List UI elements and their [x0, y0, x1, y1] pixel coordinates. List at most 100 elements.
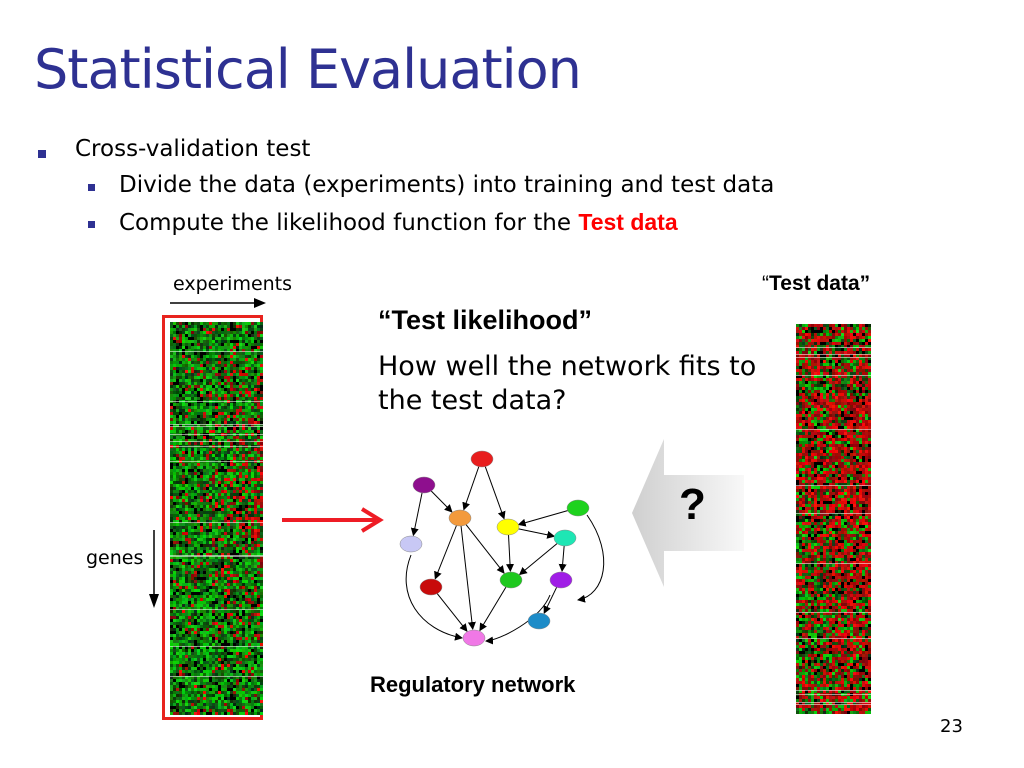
heat-cell — [841, 390, 844, 393]
heat-cell — [221, 586, 224, 589]
heat-cell — [224, 439, 227, 442]
heat-cell — [194, 586, 197, 589]
heat-cell — [200, 427, 203, 430]
heat-cell — [236, 649, 239, 652]
heat-cell — [227, 649, 230, 652]
heat-cell — [844, 384, 847, 387]
heat-cell — [850, 393, 853, 396]
heat-cell — [236, 409, 239, 412]
heat-cell — [823, 324, 826, 327]
heat-cell — [170, 496, 173, 499]
heat-cell — [212, 370, 215, 373]
heat-cell — [808, 420, 811, 423]
heat-cell — [173, 571, 176, 574]
heat-cell — [203, 673, 206, 676]
heat-cell — [260, 628, 263, 631]
heat-cell — [176, 592, 179, 595]
heat-cell — [233, 337, 236, 340]
heat-cell — [206, 631, 209, 634]
heat-cell — [224, 358, 227, 361]
heat-cell — [185, 466, 188, 469]
heat-cell — [191, 412, 194, 415]
heat-cell — [179, 601, 182, 604]
heat-cell — [179, 676, 182, 679]
heat-cell — [853, 405, 856, 408]
heat-cell — [257, 361, 260, 364]
heat-cell — [182, 331, 185, 334]
heat-cell — [200, 382, 203, 385]
heat-cell — [865, 354, 868, 357]
heat-cell — [185, 469, 188, 472]
heat-cell — [260, 418, 263, 421]
heat-cell — [835, 390, 838, 393]
network-edge — [543, 586, 558, 614]
heat-cell — [182, 418, 185, 421]
heat-cell — [197, 571, 200, 574]
heat-cell — [218, 340, 221, 343]
heat-cell — [206, 694, 209, 697]
heat-cell — [209, 436, 212, 439]
heat-cell — [245, 493, 248, 496]
heat-cell — [182, 652, 185, 655]
heat-cell — [194, 613, 197, 616]
heat-cell — [236, 514, 239, 517]
heat-cell — [218, 640, 221, 643]
heat-cell — [242, 448, 245, 451]
heat-cell — [197, 466, 200, 469]
heat-cell — [215, 469, 218, 472]
heat-cell — [185, 385, 188, 388]
heat-cell — [221, 364, 224, 367]
heat-cell — [200, 472, 203, 475]
heat-cell — [251, 421, 254, 424]
heat-cell — [805, 378, 808, 381]
heat-cell — [188, 670, 191, 673]
heat-cell — [182, 619, 185, 622]
heat-cell — [182, 508, 185, 511]
heat-cell — [841, 414, 844, 417]
heat-cell — [191, 511, 194, 514]
heat-cell — [203, 631, 206, 634]
heat-cell — [212, 349, 215, 352]
heat-cell — [170, 640, 173, 643]
heat-cell — [820, 342, 823, 345]
heat-cell — [841, 384, 844, 387]
heat-cell — [185, 520, 188, 523]
heat-cell — [194, 511, 197, 514]
heat-cell — [215, 439, 218, 442]
network-edge — [462, 466, 480, 511]
heat-cell — [185, 334, 188, 337]
heat-cell — [257, 343, 260, 346]
heat-cell — [194, 328, 197, 331]
heat-cell — [179, 406, 182, 409]
heat-cell — [233, 595, 236, 598]
heat-cell — [260, 457, 263, 460]
heat-cell — [212, 697, 215, 700]
heat-cell — [224, 328, 227, 331]
heat-cell — [260, 574, 263, 577]
heat-cell — [203, 469, 206, 472]
heat-cell — [197, 352, 200, 355]
heat-cell — [254, 379, 257, 382]
heat-cell — [212, 463, 215, 466]
heat-cell — [188, 343, 191, 346]
heat-cell — [185, 427, 188, 430]
heat-cell — [191, 469, 194, 472]
heat-cell — [868, 414, 871, 417]
heat-cell — [841, 333, 844, 336]
heat-cell — [245, 580, 248, 583]
heat-cell — [182, 337, 185, 340]
heat-cell — [203, 505, 206, 508]
heat-cell — [233, 484, 236, 487]
heat-cell — [248, 376, 251, 379]
heat-cell — [841, 408, 844, 411]
heat-cell — [236, 499, 239, 502]
heat-cell — [176, 637, 179, 640]
heat-cell — [170, 457, 173, 460]
heat-cell — [227, 643, 230, 646]
heat-cell — [236, 607, 239, 610]
heat-cell — [251, 520, 254, 523]
heat-cell — [230, 418, 233, 421]
heat-cell — [203, 679, 206, 682]
heat-cell — [218, 655, 221, 658]
heat-cell — [179, 655, 182, 658]
